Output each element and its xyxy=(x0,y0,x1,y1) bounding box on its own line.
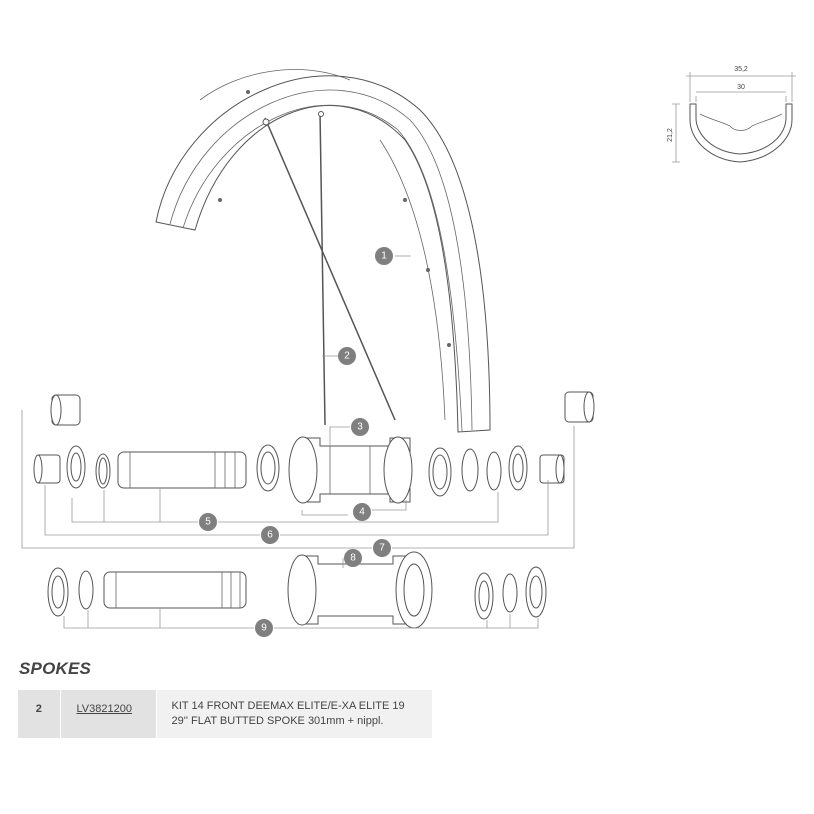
exploded-wheel-diagram: 1 2 3 4 5 6 7 8 9 35,2 30 21,2 xyxy=(21,66,796,637)
rim-illustration xyxy=(155,69,491,433)
callout-8: 8 xyxy=(344,549,362,567)
rim-profile-section: 35,2 30 21,2 xyxy=(667,66,796,163)
part-ref-number: 2 xyxy=(18,690,61,738)
callout-5: 5 xyxy=(199,513,217,531)
section-title-spokes: SPOKES xyxy=(19,659,92,678)
svg-text:9: 9 xyxy=(261,623,267,634)
part-code-link[interactable]: LV3821200 xyxy=(76,703,132,715)
callout-1: 1 xyxy=(375,247,393,265)
part-description: KIT 14 FRONT DEEMAX ELITE/E-XA ELITE 19 … xyxy=(156,690,432,738)
leader-lines xyxy=(21,255,575,629)
svg-text:1: 1 xyxy=(381,251,387,262)
spokes-illustration xyxy=(262,111,396,426)
description-line-1: KIT 14 FRONT DEEMAX ELITE/E-XA ELITE 19 xyxy=(171,700,405,712)
svg-text:5: 5 xyxy=(205,517,211,528)
callout-7: 7 xyxy=(373,539,391,557)
table-row: 2 LV3821200 KIT 14 FRONT DEEMAX ELITE/E-… xyxy=(18,690,432,738)
callout-3: 3 xyxy=(351,418,369,436)
part-code-cell: LV3821200 xyxy=(60,690,157,738)
profile-outer-width: 35,2 xyxy=(734,66,748,73)
callout-4: 4 xyxy=(353,503,371,521)
description-line-2: 29'' FLAT BUTTED SPOKE 301mm + nippl. xyxy=(171,715,384,727)
svg-text:7: 7 xyxy=(379,543,385,554)
svg-text:6: 6 xyxy=(267,530,273,541)
rear-hub-row xyxy=(47,551,547,629)
spokes-parts-table: 2 LV3821200 KIT 14 FRONT DEEMAX ELITE/E-… xyxy=(18,690,432,738)
profile-height: 21,2 xyxy=(667,128,674,142)
profile-inner-width: 30 xyxy=(737,84,745,91)
callout-6: 6 xyxy=(261,526,279,544)
callout-2: 2 xyxy=(338,347,356,365)
svg-text:2: 2 xyxy=(344,351,350,362)
svg-text:3: 3 xyxy=(357,422,363,433)
front-hub-row xyxy=(33,391,595,504)
svg-text:8: 8 xyxy=(350,553,356,564)
svg-text:4: 4 xyxy=(359,507,365,518)
callout-9: 9 xyxy=(255,619,273,637)
